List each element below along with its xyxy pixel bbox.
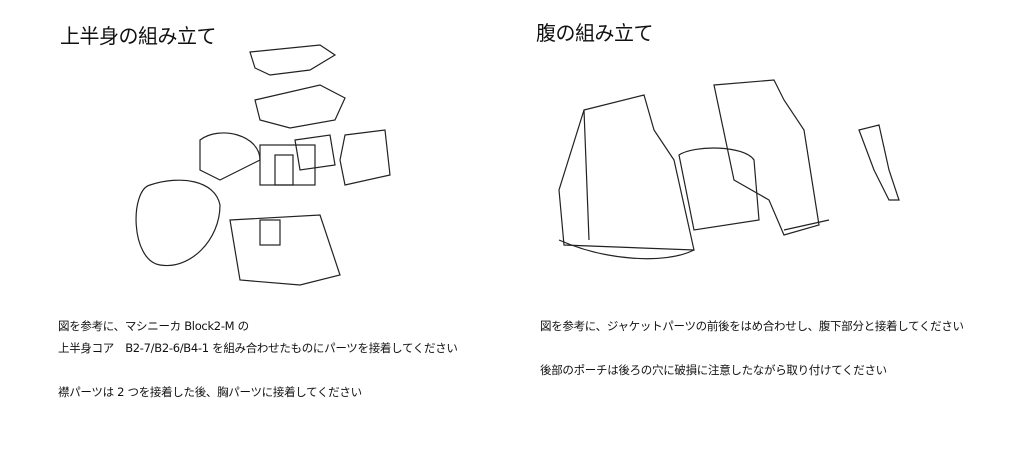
- instructions: 図を参考に、マシニーカ Block2-M の 上半身コア B2-7/B2-6/B…: [58, 315, 458, 403]
- instruction-line: 図を参考に、ジャケットパーツの前後をはめ合わせし、腹下部分と接着してください: [540, 319, 964, 333]
- upper-body-section: 上半身の組み立て 図を参考に、マシニーカ Block2-M の 上半身コア B2…: [58, 24, 458, 403]
- instruction-line: 襟パーツは 2 つを接着した後、胸パーツに接着してください: [58, 385, 362, 399]
- instruction-line: 上半身コア B2-7/B2-6/B4-1 を組み合わせたものにパーツを接着してく…: [58, 341, 458, 355]
- section-title: 腹の組み立て: [536, 21, 654, 45]
- instructions: 図を参考に、ジャケットパーツの前後をはめ合わせし、腹下部分と接着してください 後…: [540, 315, 980, 381]
- upper-body-assembly-illustration: [135, 44, 391, 286]
- abdomen-assembly-illustration: [558, 79, 900, 260]
- instruction-line: 後部のポーチは後ろの穴に破損に注意したながら取り付けてください: [540, 363, 887, 377]
- instruction-line: 図を参考に、マシニーカ Block2-M の: [58, 319, 249, 333]
- abdomen-section: 腹の組み立て 図を参考に、ジャケットパーツの前後をはめ合わせし、腹下部分と接着し…: [524, 0, 1024, 476]
- section-title: 上半身の組み立て: [60, 24, 217, 48]
